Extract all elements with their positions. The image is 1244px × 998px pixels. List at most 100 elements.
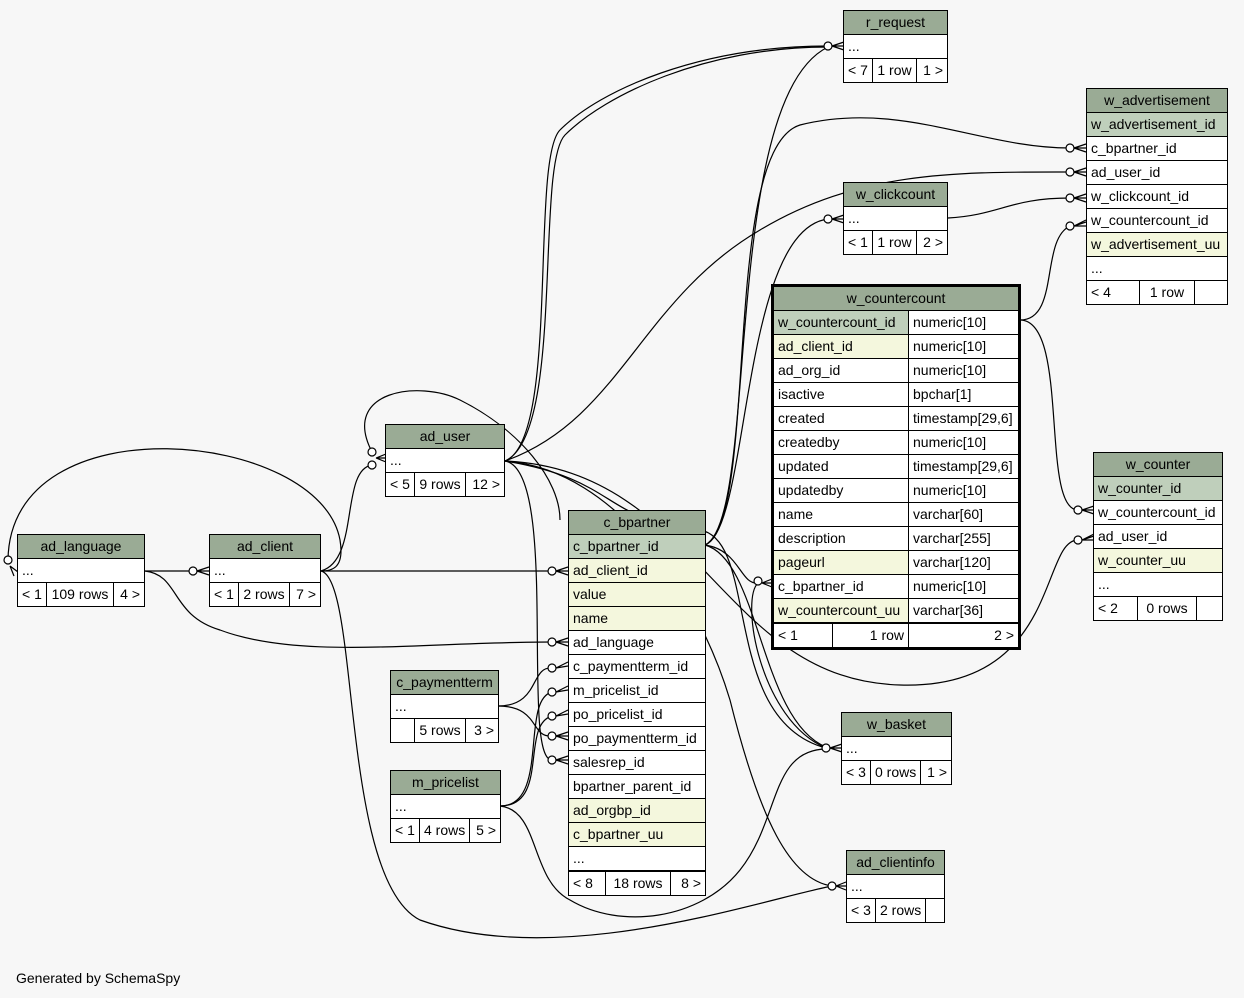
table-w_basket[interactable]: w_basket ... < 3 0 rows 1 > <box>841 712 952 785</box>
children-count[interactable] <box>1195 281 1227 304</box>
table-ad_user[interactable]: ad_user ... < 5 9 rows 12 > <box>385 424 505 497</box>
table-header[interactable]: r_request <box>844 11 947 35</box>
children-count[interactable]: 3 > <box>474 722 494 738</box>
row-count: 1 row <box>873 231 917 254</box>
row-count: 0 rows <box>1138 597 1197 620</box>
edge-c_bpartner-w_countercount <box>704 544 759 584</box>
column-name: m_pricelist_id <box>573 682 659 698</box>
children-count[interactable] <box>926 899 944 922</box>
children-count[interactable]: 4 > <box>120 586 140 602</box>
table-header[interactable]: ad_clientinfo <box>847 851 944 875</box>
table-header[interactable]: ad_language <box>18 535 144 559</box>
parents-count[interactable] <box>391 719 415 742</box>
children-count[interactable]: 8 > <box>681 875 701 891</box>
table-header[interactable]: c_bpartner <box>569 511 705 535</box>
table-w_counter[interactable]: w_counter w_counter_id w_countercount_id… <box>1093 452 1223 621</box>
table-footer: < 3 2 rows <box>847 899 944 922</box>
children-count[interactable]: 2 > <box>923 234 943 250</box>
table-header[interactable]: w_basket <box>842 713 951 737</box>
table-ad_clientinfo[interactable]: ad_clientinfo ... < 3 2 rows <box>846 850 945 923</box>
edge-w_countercount-w_advertisement <box>1019 225 1071 321</box>
column-name: w_advertisement_uu <box>1091 236 1221 252</box>
column-name: w_countercount_id <box>1091 212 1209 228</box>
parents-count[interactable]: < 1 <box>391 819 420 842</box>
table-ad_client[interactable]: ad_client ... < 1 2 rows 7 > <box>209 534 321 607</box>
table-r_request[interactable]: r_request ... < 7 1 row 1 > <box>843 10 948 83</box>
children-count[interactable]: 5 > <box>476 822 496 838</box>
column-type: timestamp[29,6] <box>909 407 1018 430</box>
column-name: c_bpartner_id <box>573 538 659 554</box>
column-type: numeric[10] <box>909 335 1018 358</box>
table-header[interactable]: ad_user <box>386 425 504 449</box>
table-header[interactable]: w_countercount <box>774 287 1018 311</box>
children-count[interactable] <box>1197 597 1222 620</box>
children-count[interactable]: 2 > <box>994 627 1014 643</box>
column-ellipsis: ... <box>22 562 34 578</box>
parents-count[interactable]: < 5 <box>386 473 415 496</box>
table-w_advertisement[interactable]: w_advertisement w_advertisement_id c_bpa… <box>1086 88 1228 305</box>
parents-count[interactable]: < 3 <box>842 761 871 784</box>
parents-count[interactable]: < 8 <box>569 872 606 895</box>
table-footer: < 1 1 row 2 > <box>774 623 1018 647</box>
column-ellipsis: ... <box>390 452 402 468</box>
table-c_bpartner[interactable]: c_bpartner c_bpartner_id ad_client_id va… <box>568 510 706 896</box>
table-m_pricelist[interactable]: m_pricelist ... < 1 4 rows 5 > <box>390 770 501 843</box>
crowfoot <box>1073 143 1087 153</box>
parents-count[interactable]: < 1 <box>210 583 239 606</box>
crowfoot <box>555 709 569 717</box>
table-footer: 5 rows 3 > <box>391 719 498 742</box>
table-footer: < 1 2 rows 7 > <box>210 583 320 606</box>
children-count[interactable]: 7 > <box>296 586 316 602</box>
column-name: w_countercount_id <box>774 311 909 334</box>
crowfoot <box>1073 167 1087 177</box>
table-header[interactable]: m_pricelist <box>391 771 500 795</box>
row-count: 9 rows <box>415 473 466 496</box>
column-ellipsis: ... <box>395 798 407 814</box>
table-header[interactable]: ad_client <box>210 535 320 559</box>
children-count[interactable]: 1 > <box>923 62 943 78</box>
column-name: w_counter_id <box>1098 480 1182 496</box>
row-count: 109 rows <box>47 583 114 606</box>
parents-count[interactable]: < 3 <box>847 899 876 922</box>
marker <box>367 460 377 470</box>
parents-count[interactable]: < 1 <box>844 231 873 254</box>
generated-by-note: Generated by SchemaSpy <box>16 970 181 986</box>
column-name: ad_user_id <box>1098 528 1168 544</box>
children-count[interactable]: 12 > <box>472 476 500 492</box>
parents-count[interactable]: < 2 <box>1094 597 1138 620</box>
column-name: updated <box>774 455 909 478</box>
column-ellipsis: ... <box>851 878 863 894</box>
marker <box>1065 143 1075 153</box>
row-count: 2 rows <box>239 583 290 606</box>
table-header[interactable]: w_clickcount <box>844 183 947 207</box>
children-count[interactable]: 1 > <box>927 764 947 780</box>
row-count: 4 rows <box>420 819 470 842</box>
column-name: salesrep_id <box>573 754 645 770</box>
table-ad_language[interactable]: ad_language ... < 1 109 rows 4 > <box>17 534 145 607</box>
table-c_paymentterm[interactable]: c_paymentterm ... 5 rows 3 > <box>390 670 499 743</box>
column-type: timestamp[29,6] <box>909 455 1018 478</box>
table-footer: < 5 9 rows 12 > <box>386 473 504 496</box>
marker <box>547 711 557 721</box>
table-footer: < 1 4 rows 5 > <box>391 819 500 842</box>
column-type: varchar[60] <box>909 503 1018 526</box>
crowfoot <box>555 755 569 765</box>
marker <box>547 637 557 647</box>
table-header[interactable]: c_paymentterm <box>391 671 498 695</box>
marker <box>547 731 557 741</box>
parents-count[interactable]: < 1 <box>774 624 833 647</box>
parents-count[interactable]: < 1 <box>18 583 47 606</box>
marker <box>1073 535 1083 545</box>
table-header[interactable]: w_counter <box>1094 453 1222 477</box>
column-ellipsis: ... <box>573 850 585 866</box>
table-footer: < 1 109 rows 4 > <box>18 583 144 606</box>
parents-count[interactable]: < 4 <box>1087 281 1140 304</box>
parents-count[interactable]: < 7 <box>844 59 873 82</box>
table-w_clickcount[interactable]: w_clickcount ... < 1 1 row 2 > <box>843 182 948 255</box>
marker <box>827 881 837 891</box>
column-name: bpartner_parent_id <box>573 778 692 794</box>
table-footer: < 1 1 row 2 > <box>844 231 947 254</box>
marker <box>3 555 13 565</box>
table-header[interactable]: w_advertisement <box>1087 89 1227 113</box>
